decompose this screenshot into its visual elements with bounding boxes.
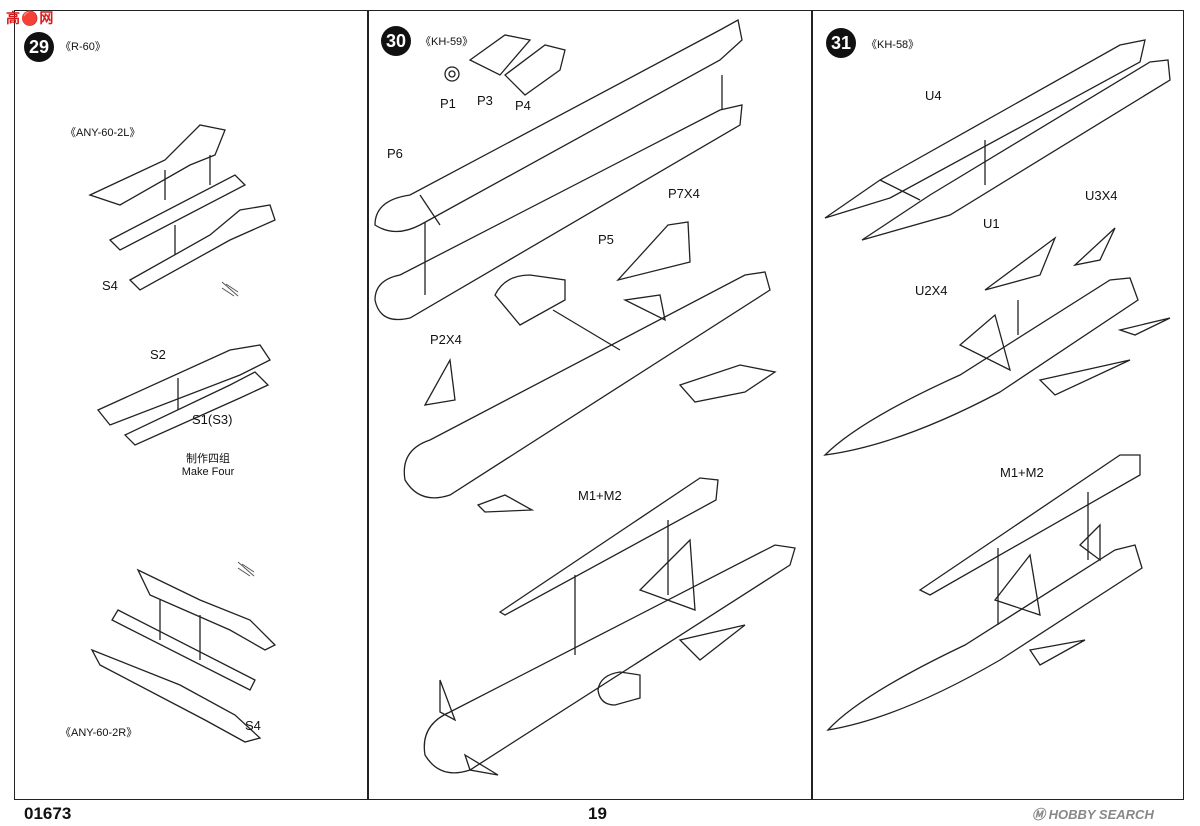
part-m1m2-label-kh59: M1+M2 [578,488,622,503]
r60-assembly-drawing [96,344,271,446]
r60-launcher-left-drawing [88,124,276,291]
launcher-right-label: 《ANY-60-2R》 [60,727,138,739]
part-p4-label: P4 [515,98,531,113]
kh59-seeker-parts-drawing [444,34,566,96]
make-four-note-en: Make Four [181,466,235,478]
kh58-fuselage-lower-drawing [861,59,1171,241]
kh59-fuselage-bottom-drawing [374,75,743,321]
kit-number: 01673 [24,804,72,823]
kh59-fuselage-top-drawing [374,18,743,233]
hobby-search-watermark: Ⓜ HOBBY SEARCH [1032,807,1154,822]
site-watermark-top: 高🔴网 [6,10,55,26]
part-m1m2-label-kh58: M1+M2 [1000,465,1044,480]
part-p6-label: P6 [387,146,403,161]
kh59-assembled-missile-drawing [403,221,777,513]
page-number: 19 [588,804,607,823]
part-u3x4-label: U3X4 [1085,188,1118,203]
make-four-note-cn: 制作四组 [186,453,230,465]
kh58-final-assembly-drawing [826,454,1143,731]
launcher-left-label: 《ANY-60-2L》 [65,127,141,139]
step-30-title: 《KH-59》 [420,36,474,48]
part-p5-label: P5 [598,232,614,247]
part-u1-label: U1 [983,216,1000,231]
panel-divider-left [367,10,369,800]
kh59-final-assembly-drawing [423,477,796,776]
step-29-title: 《R-60》 [60,41,106,53]
kh58-assembled-missile-drawing [823,227,1171,456]
hatch-mark-2 [237,561,255,577]
panel-divider-right [811,10,813,800]
part-u2x4-label: U2X4 [915,283,948,298]
step-30-badge: 30 [381,26,411,56]
hatch-mark [221,281,239,297]
part-p1-label: P1 [440,96,456,111]
part-s4-bottom-label: S4 [245,718,261,733]
step-31-badge: 31 [826,28,856,58]
kh58-fuselage-upper-drawing [824,39,1146,219]
step-29-badge: 29 [24,32,54,62]
part-p3-label: P3 [477,93,493,108]
part-s1-label: S1(S3) [192,412,233,427]
step-31-title: 《KH-58》 [866,39,920,51]
r60-launcher-right-drawing [90,568,277,743]
part-p2x4-label: P2X4 [430,332,462,347]
page-frame [14,10,1184,800]
part-p7x4-label: P7X4 [668,186,700,201]
part-u4-label: U4 [925,88,942,103]
part-s4-top-label: S4 [102,278,118,293]
part-s2-label: S2 [150,347,166,362]
